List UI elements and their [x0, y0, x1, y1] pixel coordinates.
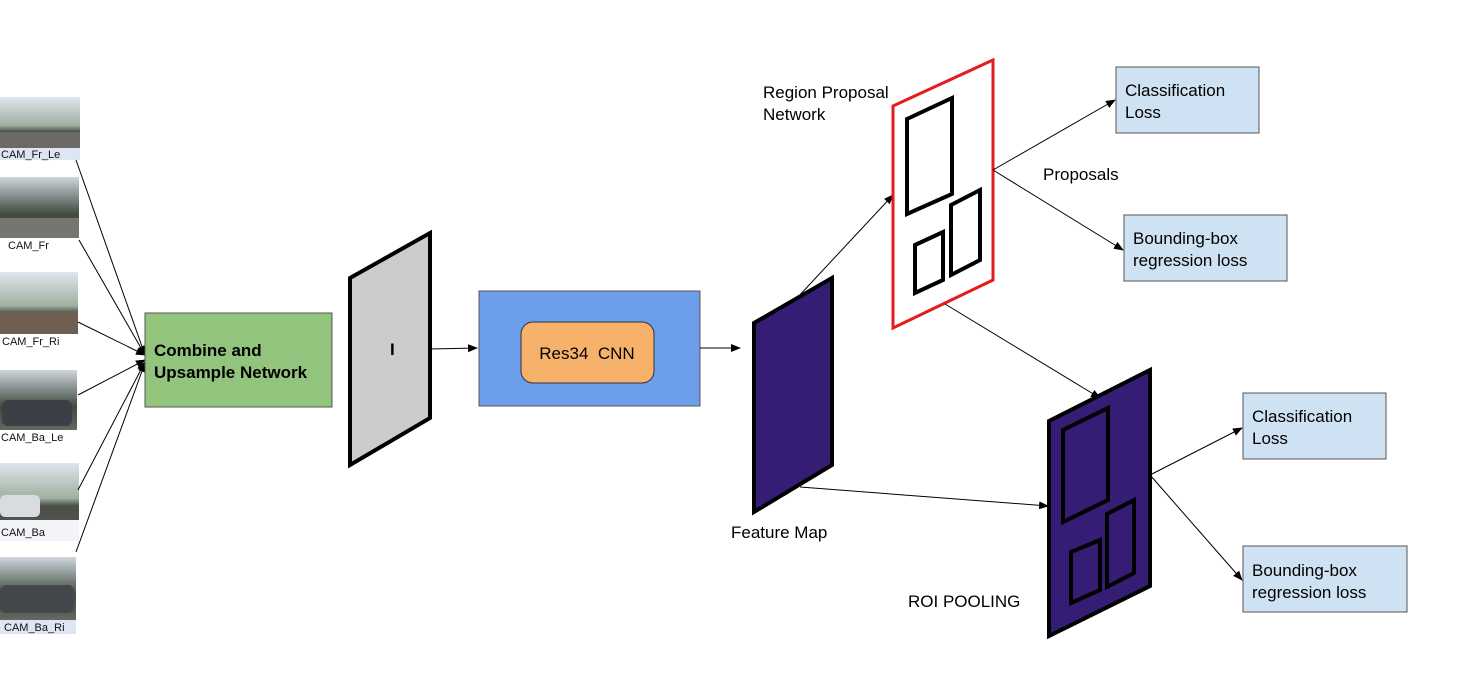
camera-thumb-fr-ri: CAM_Fr_Ri [0, 272, 78, 348]
arrow [75, 159, 146, 356]
arrow [78, 239, 146, 356]
rpn-plane [891, 57, 995, 331]
rpn-bbox-line1: Bounding-box [1133, 229, 1238, 248]
rpn-bbox-regression-loss: Bounding-box regression loss [1123, 214, 1288, 282]
proposals-label: Proposals [1043, 165, 1119, 184]
roi-bbox-box [1242, 545, 1408, 613]
rpn-proposal-box [949, 186, 982, 279]
camera-thumb-ba-le: CAM_Ba_Le [0, 370, 77, 444]
camera-arrows [75, 159, 146, 553]
roi-bbox-regression-loss: Bounding-box regression loss [1242, 545, 1408, 613]
feature-map: Feature Map [731, 274, 834, 542]
camera-label: CAM_Ba_Ri [4, 622, 65, 634]
combine-upsample-block: Combine and Upsample Network [144, 312, 333, 408]
rpn-bbox-box [1123, 214, 1288, 282]
camera-image-ground [0, 312, 78, 334]
camera-label-bg [0, 148, 80, 160]
arrow-roi-to-bbox [1149, 474, 1243, 581]
rpn-label-line1: Region Proposal [763, 83, 889, 102]
camera-image-road [0, 132, 80, 150]
rpn-label-line2: Network [763, 105, 826, 124]
camera-label: CAM_Fr [8, 240, 49, 252]
roi-box [1061, 404, 1110, 526]
combine-label-line1: Combine and [154, 341, 262, 360]
combine-upsample-box [144, 312, 333, 408]
arrow-feature-to-rpn [796, 194, 894, 299]
arrow-image-to-backbone [429, 344, 478, 353]
camera-image-car [0, 585, 74, 613]
camera-label: CAM_Ba_Le [1, 432, 63, 444]
backbone-label: Res34 CNN [539, 344, 634, 363]
roi-pooling-block: ROI POOLING [908, 366, 1152, 640]
camera-label: CAM_Fr_Ri [2, 336, 59, 348]
roi-box [1069, 537, 1102, 607]
camera-image-car [2, 400, 72, 426]
camera-thumb-ba-ri: CAM_Ba_Ri [0, 557, 76, 634]
image-plane: I [348, 229, 432, 469]
camera-thumb-ba: CAM_Ba [0, 463, 79, 541]
arrow-rpn-to-roi [944, 303, 1101, 399]
camera-label-bg [0, 430, 77, 444]
image-plane-shape [348, 229, 432, 469]
feature-map-label: Feature Map [731, 523, 827, 542]
arrow [75, 362, 146, 553]
roi-cls-box [1242, 392, 1387, 460]
roi-cls-line1: Classification [1252, 407, 1352, 426]
arrow [77, 359, 146, 396]
arrow-feature-to-roi [799, 486, 1049, 510]
feature-map-shape [752, 274, 834, 516]
combine-label-line2: Upsample Network [154, 363, 308, 382]
rpn-proposal-box [913, 228, 945, 297]
roi-box [1105, 496, 1136, 591]
roi-cls-line2: Loss [1252, 429, 1288, 448]
camera-label: CAM_Ba [1, 527, 46, 539]
rpn-block: Region Proposal Network [763, 57, 995, 331]
backbone-inner-box [520, 321, 655, 384]
arrow [77, 361, 146, 491]
roi-label: ROI POOLING [908, 592, 1020, 611]
arrow-rpn-to-bbox [992, 169, 1124, 251]
camera-label-bg [0, 520, 79, 541]
camera-image-road [0, 218, 79, 238]
camera-label-bg [0, 238, 79, 252]
rpn-classification-loss: Classification Loss [1115, 66, 1260, 134]
arrow-rpn-to-cls [992, 99, 1116, 171]
camera-label-bg [0, 334, 78, 347]
rpn-cls-line2: Loss [1125, 103, 1161, 122]
camera-thumb-fr: CAM_Fr [0, 177, 79, 252]
rpn-proposal-box [905, 94, 954, 218]
camera-thumbnails: CAM_Fr_Le CAM_Fr CAM_Fr_Ri CAM_Ba_Le CAM… [0, 97, 80, 634]
camera-image-car [0, 495, 40, 517]
roi-classification-loss: Classification Loss [1242, 392, 1387, 460]
arrow-roi-to-cls [1149, 427, 1243, 476]
backbone-block: Res34 CNN [478, 290, 701, 407]
rpn-cls-line1: Classification [1125, 81, 1225, 100]
arrow [77, 321, 146, 356]
roi-bbox-line2: regression loss [1252, 583, 1366, 602]
camera-label: CAM_Fr_Le [1, 149, 60, 161]
image-plane-label: I [390, 340, 395, 359]
rpn-bbox-line2: regression loss [1133, 251, 1247, 270]
rpn-cls-box [1115, 66, 1260, 134]
camera-label-bg [0, 620, 76, 634]
roi-bbox-line1: Bounding-box [1252, 561, 1357, 580]
camera-thumb-fr-le: CAM_Fr_Le [0, 97, 80, 161]
